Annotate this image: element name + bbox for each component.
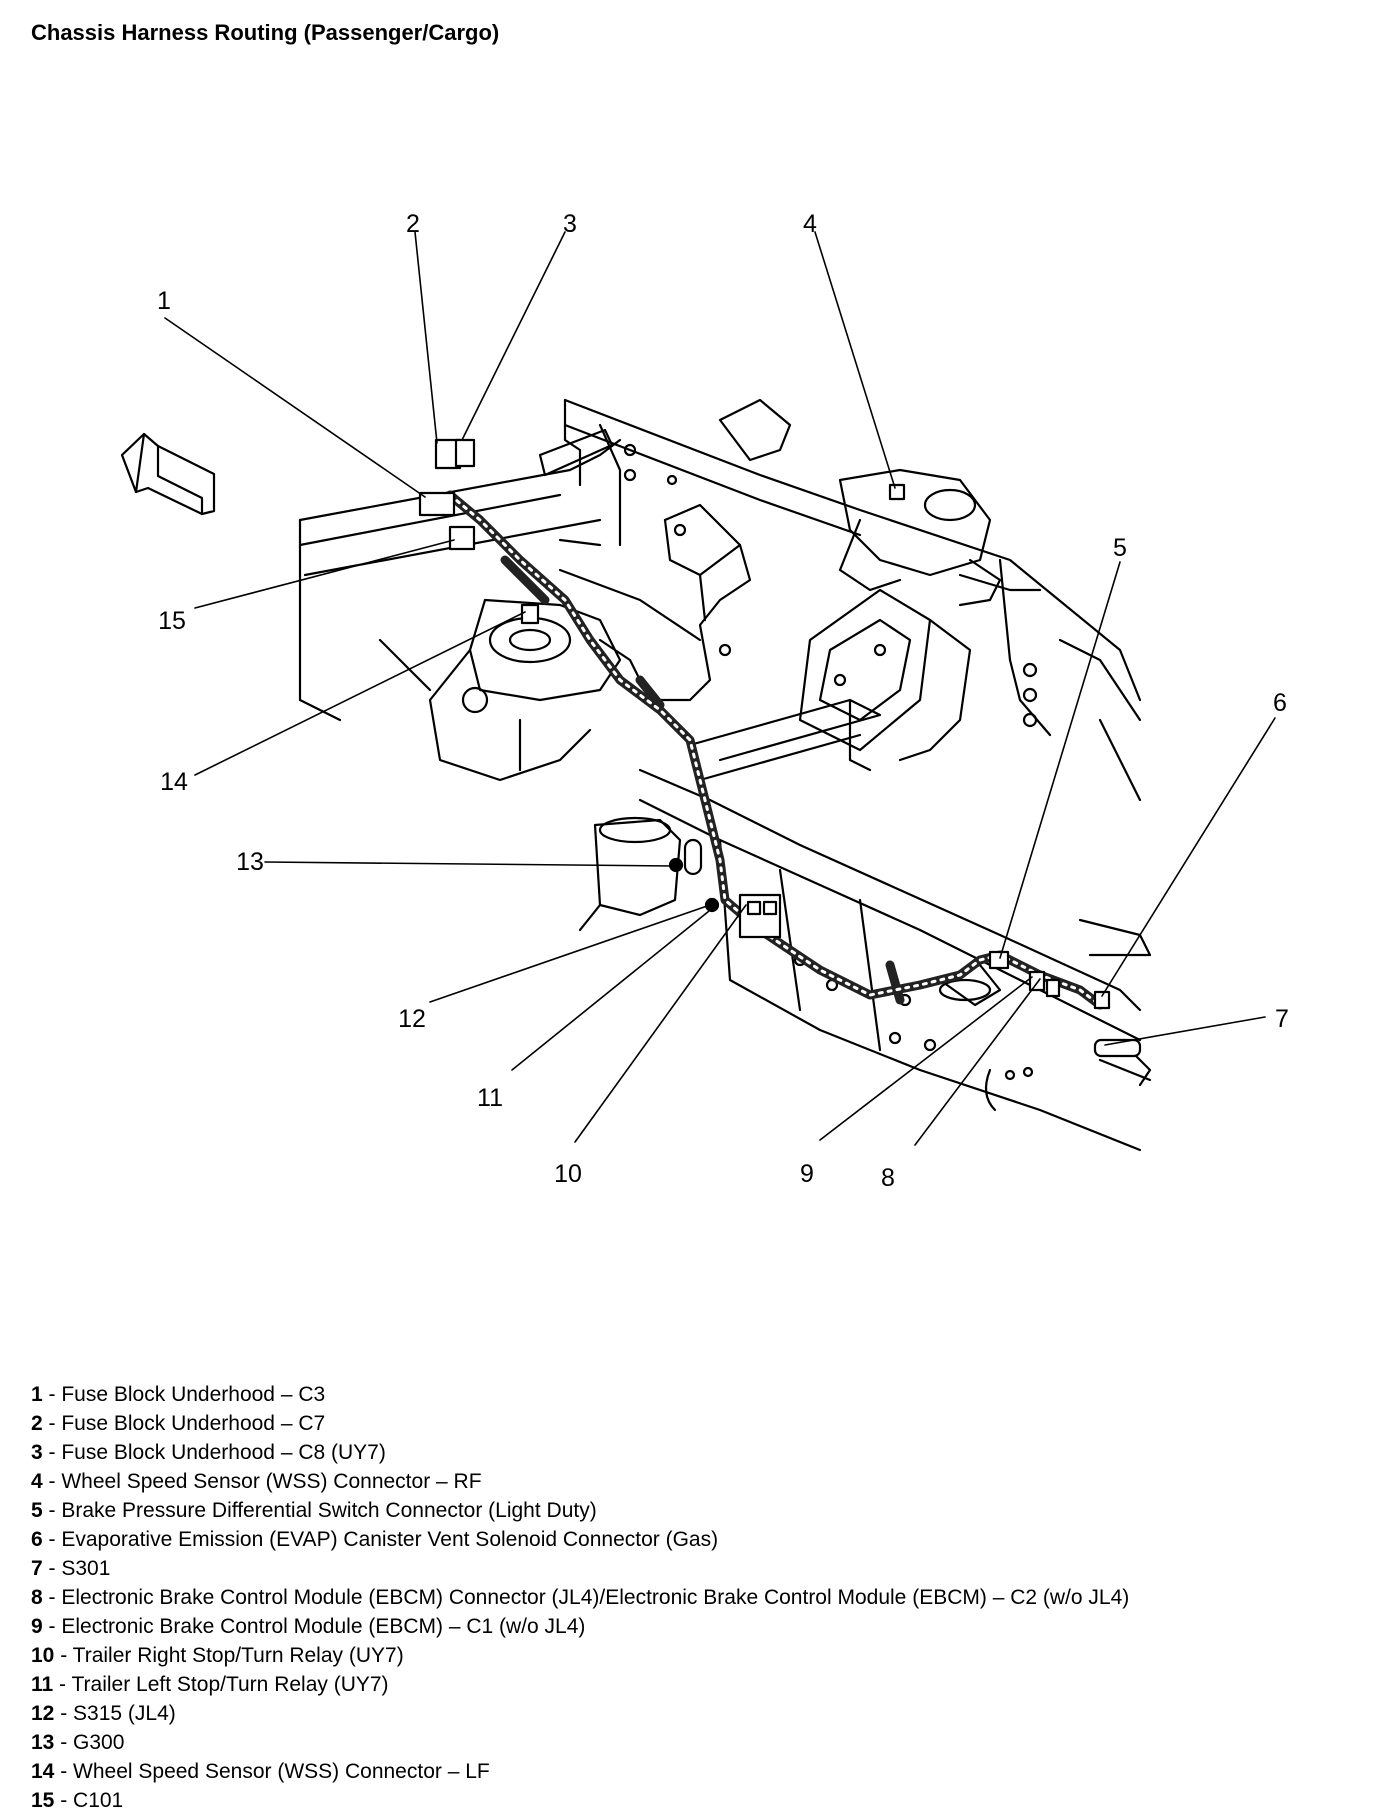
legend-item: 15 - C101: [31, 1789, 124, 1812]
legend-item: 5 - Brake Pressure Differential Switch C…: [31, 1499, 597, 1522]
ground-g300: [668, 857, 684, 873]
legend-number: 5: [31, 1499, 43, 1522]
legend-text: S315 (JL4): [73, 1702, 176, 1725]
legend-item: 13 - G300: [31, 1731, 125, 1754]
legend-number: 10: [31, 1644, 55, 1667]
legend-text: Fuse Block Underhood – C8 (UY7): [61, 1441, 386, 1464]
legend-item: 2 - Fuse Block Underhood – C7: [31, 1412, 326, 1435]
callout-7: 7: [1275, 1005, 1289, 1033]
center-bracket: [798, 588, 972, 762]
connector-fuse-block-c8: [454, 438, 476, 468]
callout-10: 10: [554, 1160, 582, 1188]
callout-1: 1: [157, 287, 171, 315]
connector-wss-lf: [520, 603, 540, 625]
page-title: Chassis Harness Routing (Passenger/Cargo…: [31, 20, 500, 45]
legend-item: 14 - Wheel Speed Sensor (WSS) Connector …: [31, 1760, 490, 1783]
legend-text: Fuse Block Underhood – C7: [61, 1412, 326, 1435]
legend-number: 12: [31, 1702, 55, 1725]
legend-number: 13: [31, 1731, 55, 1754]
legend-number: 8: [31, 1586, 43, 1609]
connector-c101: [448, 525, 476, 551]
legend-number: 15: [31, 1789, 55, 1812]
legend-item: 10 - Trailer Right Stop/Turn Relay (UY7): [31, 1644, 404, 1667]
connector-brake-pressure-switch: [988, 950, 1010, 970]
legend-list: 1 - Fuse Block Underhood – C3 2 - Fuse B…: [31, 1380, 1129, 1815]
legend-text: S301: [61, 1557, 111, 1580]
legend-number: 6: [31, 1528, 43, 1551]
callout-5: 5: [1113, 534, 1127, 562]
ebcm-module: [738, 893, 782, 939]
chassis-diagram: 1 2 3 4 5 6 7 8 9 10 11 12 13 14 15: [120, 210, 1289, 1192]
callout-8: 8: [881, 1164, 895, 1192]
legend-item: 11 - Trailer Left Stop/Turn Relay (UY7): [31, 1673, 389, 1696]
legend-item: 1 - Fuse Block Underhood – C3: [31, 1383, 326, 1406]
legend-text: Brake Pressure Differential Switch Conne…: [61, 1499, 597, 1522]
legend-number: 9: [31, 1615, 43, 1638]
right-frame-rail: [563, 398, 1142, 802]
callout-15: 15: [158, 607, 186, 635]
legend-number: 1: [31, 1383, 43, 1406]
splice-s315: [704, 897, 720, 913]
front-direction-arrow-icon: [120, 432, 216, 516]
legend-number: 7: [31, 1557, 43, 1580]
right-spring-mount: [718, 398, 1042, 607]
legend-item: 6 - Evaporative Emission (EVAP) Canister…: [31, 1528, 719, 1551]
legend-text: Electronic Brake Control Module (EBCM) C…: [61, 1586, 1130, 1609]
legend-number: 3: [31, 1441, 43, 1464]
legend-text: Electronic Brake Control Module (EBCM) –…: [61, 1615, 586, 1638]
callout-11: 11: [477, 1084, 503, 1112]
legend-text: Wheel Speed Sensor (WSS) Connector – LF: [73, 1760, 490, 1783]
legend-item: 7 - S301: [31, 1557, 111, 1580]
legend-item: 12 - S315 (JL4): [31, 1702, 176, 1725]
legend-text: Fuse Block Underhood – C3: [61, 1383, 326, 1406]
legend-text: Evaporative Emission (EVAP) Canister Ven…: [61, 1528, 719, 1551]
legend-number: 4: [31, 1470, 43, 1493]
callout-4: 4: [803, 210, 817, 238]
left-control-arm: [558, 503, 752, 702]
callout-6: 6: [1273, 689, 1287, 717]
connector-fuse-block-c3: [418, 491, 456, 517]
leader-lines: [164, 231, 1276, 1146]
legend-number: 14: [31, 1760, 55, 1783]
callout-9: 9: [800, 1160, 814, 1188]
callout-12: 12: [398, 1005, 426, 1033]
front-mount-bracket: [578, 816, 703, 932]
legend-number: 11: [31, 1673, 54, 1696]
legend-text: Trailer Right Stop/Turn Relay (UY7): [72, 1644, 404, 1667]
callout-numbers: 1 2 3 4 5 6 7 8 9 10 11 12 13 14 15: [157, 210, 1289, 1192]
callout-3: 3: [563, 210, 577, 238]
legend-text: Trailer Left Stop/Turn Relay (UY7): [71, 1673, 389, 1696]
legend-item: 9 - Electronic Brake Control Module (EBC…: [31, 1615, 586, 1638]
legend-item: 4 - Wheel Speed Sensor (WSS) Connector –…: [31, 1470, 482, 1493]
right-rear-frame: [938, 918, 1152, 1087]
callout-13: 13: [236, 848, 264, 876]
legend-text: C101: [73, 1789, 124, 1812]
legend-number: 2: [31, 1412, 43, 1435]
legend-text: G300: [73, 1731, 125, 1754]
legend-text: Wheel Speed Sensor (WSS) Connector – RF: [61, 1470, 482, 1493]
callout-2: 2: [406, 210, 420, 238]
legend-item: 3 - Fuse Block Underhood – C8 (UY7): [31, 1441, 386, 1464]
connector-ebcm-c1-c2: [1028, 970, 1061, 998]
callout-14: 14: [160, 768, 188, 796]
cross-tube: [688, 698, 882, 782]
connector-evap: [1093, 990, 1111, 1010]
connector-wss-rf: [888, 483, 906, 501]
legend-item: 8 - Electronic Brake Control Module (EBC…: [31, 1586, 1130, 1609]
